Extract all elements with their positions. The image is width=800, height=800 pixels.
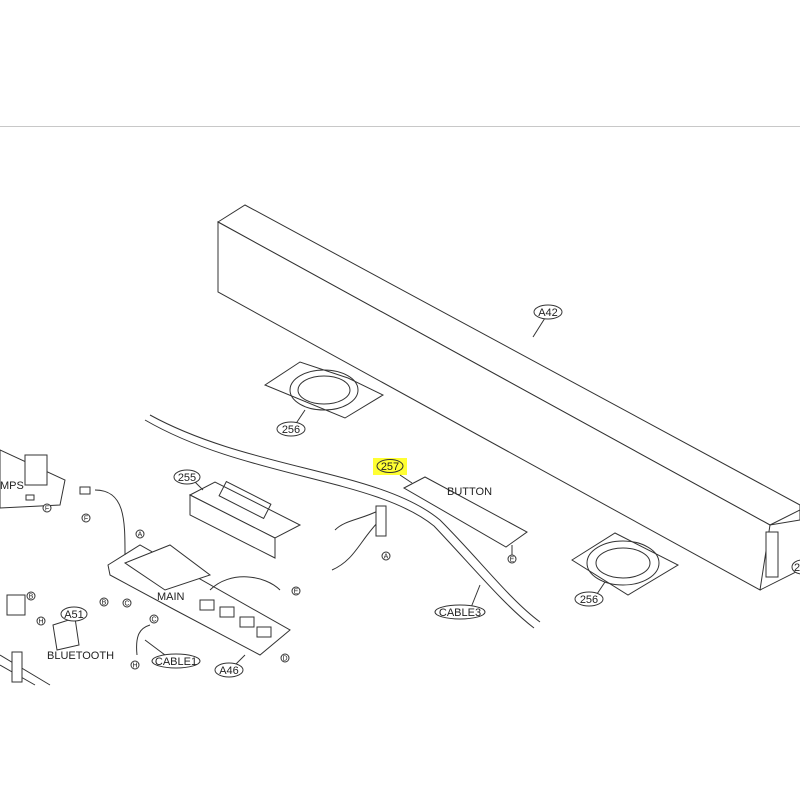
connector-e-main: E bbox=[294, 589, 299, 596]
connector-b-main: B bbox=[102, 600, 107, 607]
top-divider bbox=[0, 126, 800, 127]
label-256-left-bubble bbox=[276, 421, 306, 437]
connector-h-cable: H bbox=[132, 663, 137, 670]
label-cable3-bubble bbox=[434, 604, 486, 620]
label-257: 257 bbox=[381, 461, 399, 473]
connector-h-bt: H bbox=[38, 619, 43, 626]
speaker-256-left[interactable] bbox=[263, 361, 385, 419]
cable1[interactable] bbox=[136, 624, 151, 656]
bluetooth-module-a51[interactable] bbox=[52, 617, 80, 651]
part-255[interactable] bbox=[188, 480, 302, 559]
label-255-bubble bbox=[173, 469, 201, 485]
label-256-left: 256 bbox=[282, 424, 300, 436]
label-256-right: 256 bbox=[580, 594, 598, 606]
soundbar-body[interactable] bbox=[217, 204, 800, 591]
label-partial-bubble bbox=[791, 559, 800, 575]
label-main: MAIN bbox=[157, 591, 185, 603]
connector-a-main: A bbox=[138, 532, 143, 539]
label-255: 255 bbox=[178, 472, 196, 484]
button-pcb-257[interactable] bbox=[402, 476, 528, 555]
smps-board[interactable] bbox=[0, 449, 66, 509]
label-cable1: CABLE1 bbox=[155, 656, 197, 668]
speaker-256-right[interactable] bbox=[571, 532, 680, 596]
label-257-bubble bbox=[376, 459, 404, 473]
label-256-right-bubble bbox=[574, 591, 604, 607]
connector-d: D bbox=[282, 656, 287, 663]
cable3[interactable] bbox=[144, 414, 541, 629]
label-button: BUTTON bbox=[447, 486, 492, 498]
small-board-b[interactable] bbox=[6, 594, 26, 616]
label-smps: MPS bbox=[0, 480, 24, 492]
label-a42: A42 bbox=[538, 307, 558, 319]
connector-f-cable: F bbox=[84, 516, 88, 523]
connector-b-left: B bbox=[29, 594, 34, 601]
post-partial bbox=[11, 651, 23, 683]
label-cable1-bubble bbox=[151, 653, 201, 669]
label-a51-bubble bbox=[60, 606, 88, 622]
connector-c-main: C bbox=[124, 601, 129, 608]
main-board-a46[interactable] bbox=[79, 486, 291, 656]
frame-partial bbox=[0, 654, 51, 686]
label-a46: A46 bbox=[219, 665, 239, 677]
label-a42-bubble bbox=[533, 304, 563, 320]
label-a46-bubble bbox=[214, 662, 244, 678]
label-partial: 2 bbox=[794, 562, 800, 574]
connector-e-button: E bbox=[510, 557, 515, 564]
connector-c-cable: C bbox=[151, 617, 156, 624]
connector-f-smps: F bbox=[45, 506, 49, 513]
label-a51: A51 bbox=[64, 609, 84, 621]
label-cable3: CABLE3 bbox=[439, 607, 481, 619]
connector-a-cable: A bbox=[384, 554, 389, 561]
label-bluetooth: BLUETOOTH bbox=[47, 650, 114, 662]
